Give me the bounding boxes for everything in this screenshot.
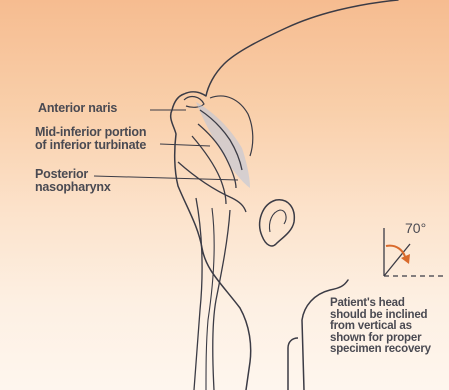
- instruction-line: from vertical as: [330, 321, 431, 333]
- shoulder-outline: [288, 338, 298, 390]
- nasopharynx-label-line1: Posterior: [35, 168, 111, 181]
- nasal-cavity: [192, 96, 253, 204]
- turbinate-label-line1: Mid-inferior portion: [35, 126, 146, 139]
- head-tilt-instruction: Patient's head should be inclined from v…: [330, 298, 431, 356]
- ear-inner: [269, 210, 286, 232]
- inferior-turbinate-label: Mid-inferior portion of inferior turbina…: [35, 126, 146, 151]
- ear-outline: [260, 200, 295, 246]
- posterior-nasopharynx-label: Posterior nasopharynx: [35, 168, 111, 193]
- turbinate-leader-line: [160, 144, 210, 146]
- ear: [260, 200, 295, 246]
- anterior-naris-label: Anterior naris: [38, 102, 117, 115]
- instruction-line: Patient's head: [330, 298, 431, 310]
- nasopharynx-label-line2: nasopharynx: [35, 181, 111, 194]
- turbinate-shading: [196, 102, 250, 188]
- angle-value-label: 70°: [405, 220, 426, 236]
- nasopharynx-leader-line: [94, 176, 238, 180]
- turbinate-label-line2: of inferior turbinate: [35, 139, 146, 152]
- pharynx-back-wall: [213, 210, 230, 390]
- instruction-line: specimen recovery: [330, 344, 431, 356]
